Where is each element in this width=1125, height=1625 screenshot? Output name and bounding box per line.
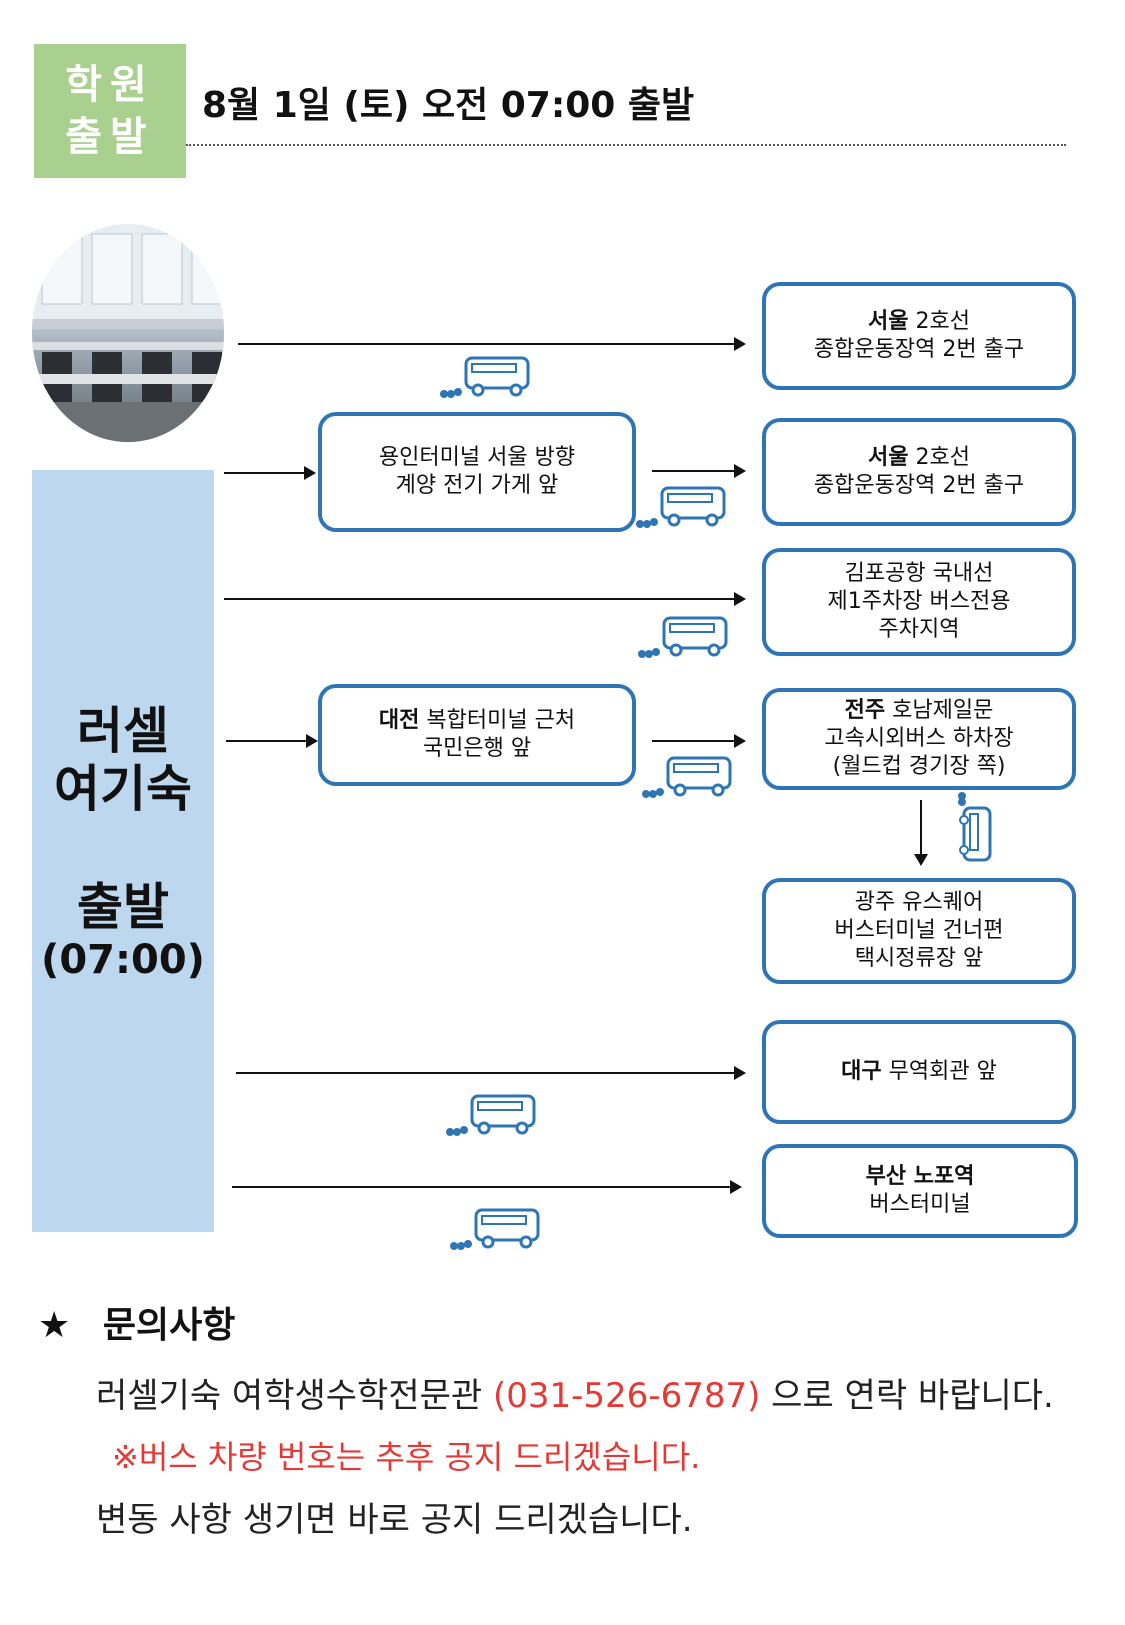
- origin-name-line2: 여기숙: [54, 760, 192, 818]
- route-arrow-daegu: [236, 1066, 746, 1080]
- inquiry-heading: ★ 문의사항: [38, 1296, 235, 1348]
- stop-yongin: 용인터미널 서울 방향 계양 전기 가게 앞: [318, 412, 636, 532]
- star-icon: ★: [38, 1305, 71, 1346]
- origin-panel: [32, 470, 214, 1232]
- stop-daegu-city: 대구: [841, 1059, 882, 1084]
- stop-jeonju: 전주 호남제일문 고속시외버스 하차장 (월드컵 경기장 쪽): [762, 688, 1076, 790]
- bus-icon: [642, 756, 732, 798]
- stop-seoul-2-city: 서울: [868, 445, 909, 470]
- stop-daejeon-detail: 국민은행 앞: [422, 736, 532, 761]
- origin-name-line1: 러셀: [77, 702, 169, 760]
- stop-yongin-line2: 계양 전기 가게 앞: [395, 473, 559, 498]
- route-arrow-jeonju-gwangju: [914, 800, 928, 866]
- stop-gimpo: 김포공항 국내선 제1주차장 버스전용 주차지역: [762, 548, 1076, 656]
- bus-icon: [958, 792, 992, 862]
- stop-jeonju-line3: (월드컵 경기장 쪽): [832, 754, 1006, 779]
- stop-daegu-place: 무역회관 앞: [881, 1059, 997, 1084]
- stop-seoul-2-detail: 종합운동장역 2번 출구: [813, 473, 1025, 498]
- route-arrow-yongin-seoul: [652, 464, 746, 478]
- contact-prefix: 러셀기숙 여학생수학전문관: [96, 1376, 493, 1416]
- academy-departure-tag: 학원 출발: [34, 44, 186, 178]
- bus-icon: [440, 356, 530, 398]
- stop-seoul-2: 서울 2호선 종합운동장역 2번 출구: [762, 418, 1076, 526]
- bus-icon: [636, 486, 726, 528]
- stop-gimpo-line2: 제1주차장 버스전용: [827, 589, 1011, 614]
- stop-seoul-1-detail: 종합운동장역 2번 출구: [813, 337, 1025, 362]
- inquiry-title: 문의사항: [102, 1305, 236, 1346]
- stop-seoul-1: 서울 2호선 종합운동장역 2번 출구: [762, 282, 1076, 390]
- route-arrow-daejeon: [226, 734, 318, 748]
- origin-depart-label: 출발: [77, 878, 169, 936]
- bus-icon: [446, 1094, 536, 1136]
- route-arrow-daejeon-jeonju: [652, 734, 746, 748]
- stop-seoul-1-line: 2호선: [908, 309, 970, 334]
- stop-daejeon-city: 대전: [378, 708, 420, 733]
- bus-icon: [450, 1208, 540, 1250]
- stop-gwangju-line3: 택시정류장 앞: [854, 946, 984, 971]
- stop-busan: 부산 노포역 버스터미널: [762, 1144, 1078, 1238]
- bus-number-notice: ※버스 차량 번호는 추후 공지 드리겠습니다.: [112, 1438, 701, 1476]
- route-arrow-yongin: [224, 466, 316, 480]
- route-arrow-busan: [232, 1180, 742, 1194]
- stop-jeonju-line2: 고속시외버스 하차장: [824, 726, 1014, 751]
- page-title: 8월 1일 (토) 오전 07:00 출발: [202, 85, 695, 126]
- contact-suffix: 으로 연락 바랍니다.: [760, 1376, 1054, 1416]
- stop-seoul-1-city: 서울: [868, 309, 909, 334]
- stop-gimpo-line3: 주차지역: [878, 617, 960, 642]
- stop-gwangju: 광주 유스퀘어 버스터미널 건너편 택시정류장 앞: [762, 878, 1076, 984]
- stop-gwangju-line2: 버스터미널 건너편: [834, 918, 1004, 943]
- contact-line: 러셀기숙 여학생수학전문관 (031-526-6787) 으로 연락 바랍니다.: [96, 1368, 1054, 1417]
- origin-name: 러셀 여기숙: [32, 702, 214, 818]
- tag-line2: 출발: [65, 114, 155, 160]
- classroom-photo: [32, 224, 224, 442]
- bus-icon: [638, 616, 728, 658]
- contact-phone[interactable]: (031-526-6787): [492, 1376, 761, 1416]
- stop-jeonju-city: 전주: [844, 698, 886, 723]
- stop-busan-detail: 버스터미널: [869, 1192, 971, 1217]
- origin-depart-time: (07:00): [41, 937, 205, 983]
- route-arrow-seoul: [238, 337, 746, 351]
- stop-busan-city: 부산 노포역: [865, 1164, 975, 1189]
- stop-jeonju-place: 호남제일문: [885, 698, 994, 723]
- stop-daegu: 대구 무역회관 앞: [762, 1020, 1076, 1124]
- stop-daejeon-place: 복합터미널 근처: [419, 708, 576, 733]
- route-arrow-gimpo: [224, 592, 746, 606]
- tag-line1: 학원: [65, 62, 155, 108]
- stop-yongin-line1: 용인터미널 서울 방향: [378, 445, 576, 470]
- stop-daejeon: 대전 복합터미널 근처 국민은행 앞: [318, 684, 636, 786]
- title-divider: [186, 144, 1066, 146]
- stop-gwangju-line1: 광주 유스퀘어: [854, 890, 984, 915]
- stop-gimpo-line1: 김포공항 국내선: [844, 561, 994, 586]
- change-notice: 변동 사항 생기면 바로 공지 드리겠습니다.: [96, 1500, 693, 1540]
- stop-seoul-2-line: 2호선: [908, 445, 970, 470]
